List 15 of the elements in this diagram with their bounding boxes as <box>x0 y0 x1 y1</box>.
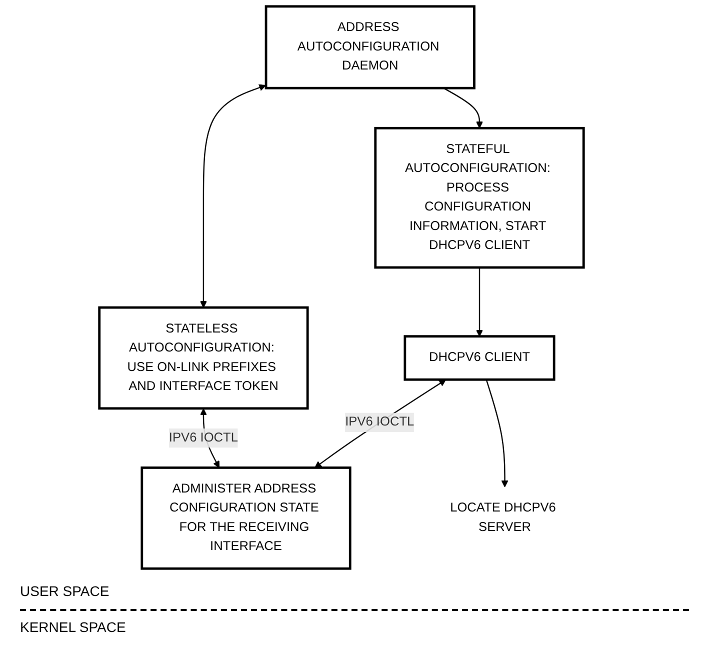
edge-label: IPV6 IOCTL <box>345 415 415 429</box>
node-box: STATELESS AUTOCONFIGURATION: USE ON-LINK PREFIXES AND INTERFACE TOKEN <box>98 306 310 410</box>
arrow <box>486 379 509 488</box>
region-label: USER SPACE <box>20 583 110 599</box>
arrow <box>200 84 266 308</box>
node-box: STATEFUL AUTOCONFIGURATION: PROCESS CONFIGURATION INFORMATION, START DHCPV6 CLIENT <box>374 126 586 269</box>
arrow <box>444 88 484 128</box>
arrow <box>476 267 484 337</box>
edge-label: IPV6 IOCTL <box>169 430 238 444</box>
node-text: LOCATE DHCPV6 SERVER <box>450 501 556 534</box>
node-box: ADMINISTER ADDRESS CONFIGURATION STATE FOR THE RECEIVING INTERFACE <box>141 466 352 570</box>
region-label: KERNEL SPACE <box>20 619 126 635</box>
node-box: ADDRESS AUTOCONFIGURATION DAEMON <box>265 5 476 90</box>
arrow <box>314 379 446 468</box>
node-box: DHCPV6 CLIENT <box>404 335 556 381</box>
